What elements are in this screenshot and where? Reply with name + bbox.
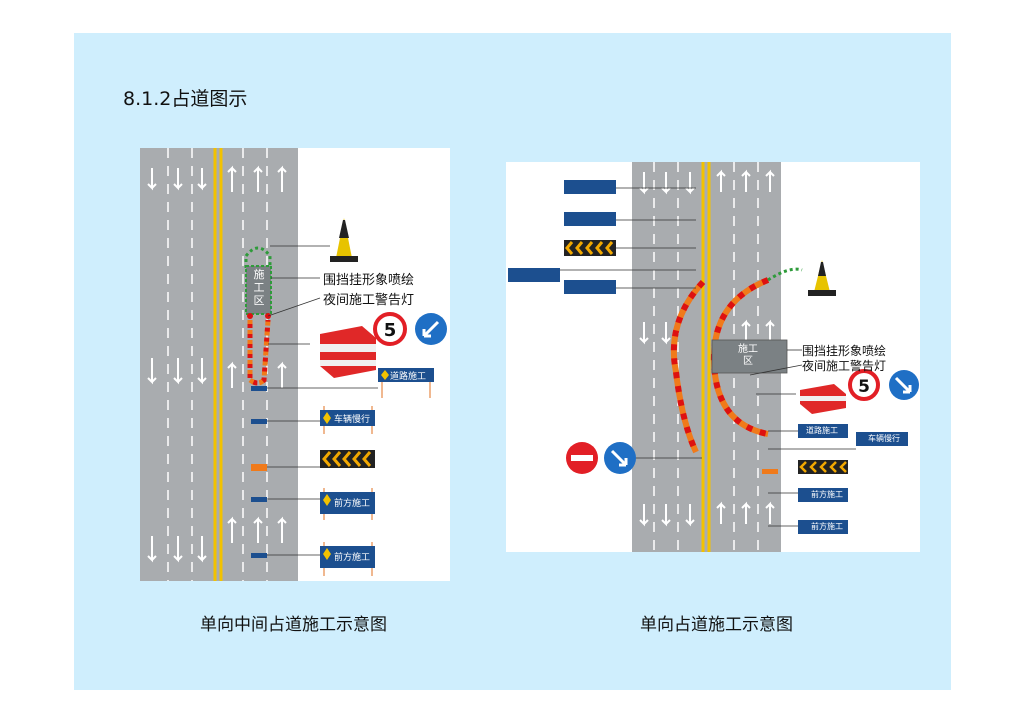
right-speed-limit-text: 5 [858,377,870,397]
speed-limit-sign-icon [373,312,407,346]
left-work-zone-label: 施工区 [253,268,265,307]
right-diagram: 5 [506,162,920,552]
left-enclosure-label: 围挡挂形象喷绘 [323,273,415,288]
right-road-work-sign-icon [798,424,848,438]
right-sign-slow-down: 车辆慢行 [868,434,900,443]
right-sign-ahead-1: 前方施工 [811,490,843,499]
construction-ahead-sign-2-icon [320,542,375,576]
left-sign-road-work: 道路施工 [390,372,427,382]
right-enclosure-label: 围挡挂形象喷绘 [802,344,887,358]
left-diagram: 5 [140,148,450,581]
right-road-illustration: 5 [508,162,919,552]
right-construction-ahead-sign-2-icon [798,520,848,534]
chevron-board-icon [320,450,375,468]
right-slow-down-sign-icon [856,432,908,446]
left-sign-ahead-2: 前方施工 [334,553,371,563]
page-title: 8.1.2占道图示 [123,88,248,110]
right-speed-limit-sign-icon [848,369,880,401]
barrier-block-icon [320,326,376,378]
left-lights-label: 夜间施工警告灯 [323,293,415,308]
left-road-illustration: 5 [140,148,447,581]
right-traffic-cone-icon [808,260,836,296]
left-sign-ahead-1: 前方施工 [334,499,371,509]
road-work-sign-icon [378,368,434,398]
right-diagram-caption: 单向占道施工示意图 [640,615,793,635]
right-sign-road-work: 道路施工 [806,426,838,435]
construction-ahead-sign-icon [320,488,375,520]
right-sign-ahead-2: 前方施工 [811,522,843,531]
slow-down-sign-icon [320,406,375,434]
right-lights-label: 夜间施工警告灯 [802,359,887,373]
left-diagram-caption: 单向中间占道施工示意图 [200,615,387,635]
left-speed-limit-text: 5 [384,320,397,341]
right-construction-ahead-sign-icon [798,488,848,502]
traffic-cone-icon [330,218,358,262]
left-sign-slow-down: 车辆慢行 [334,415,371,425]
right-work-zone-label: 施工区 [738,344,758,367]
right-barrier-block-icon [800,384,846,414]
